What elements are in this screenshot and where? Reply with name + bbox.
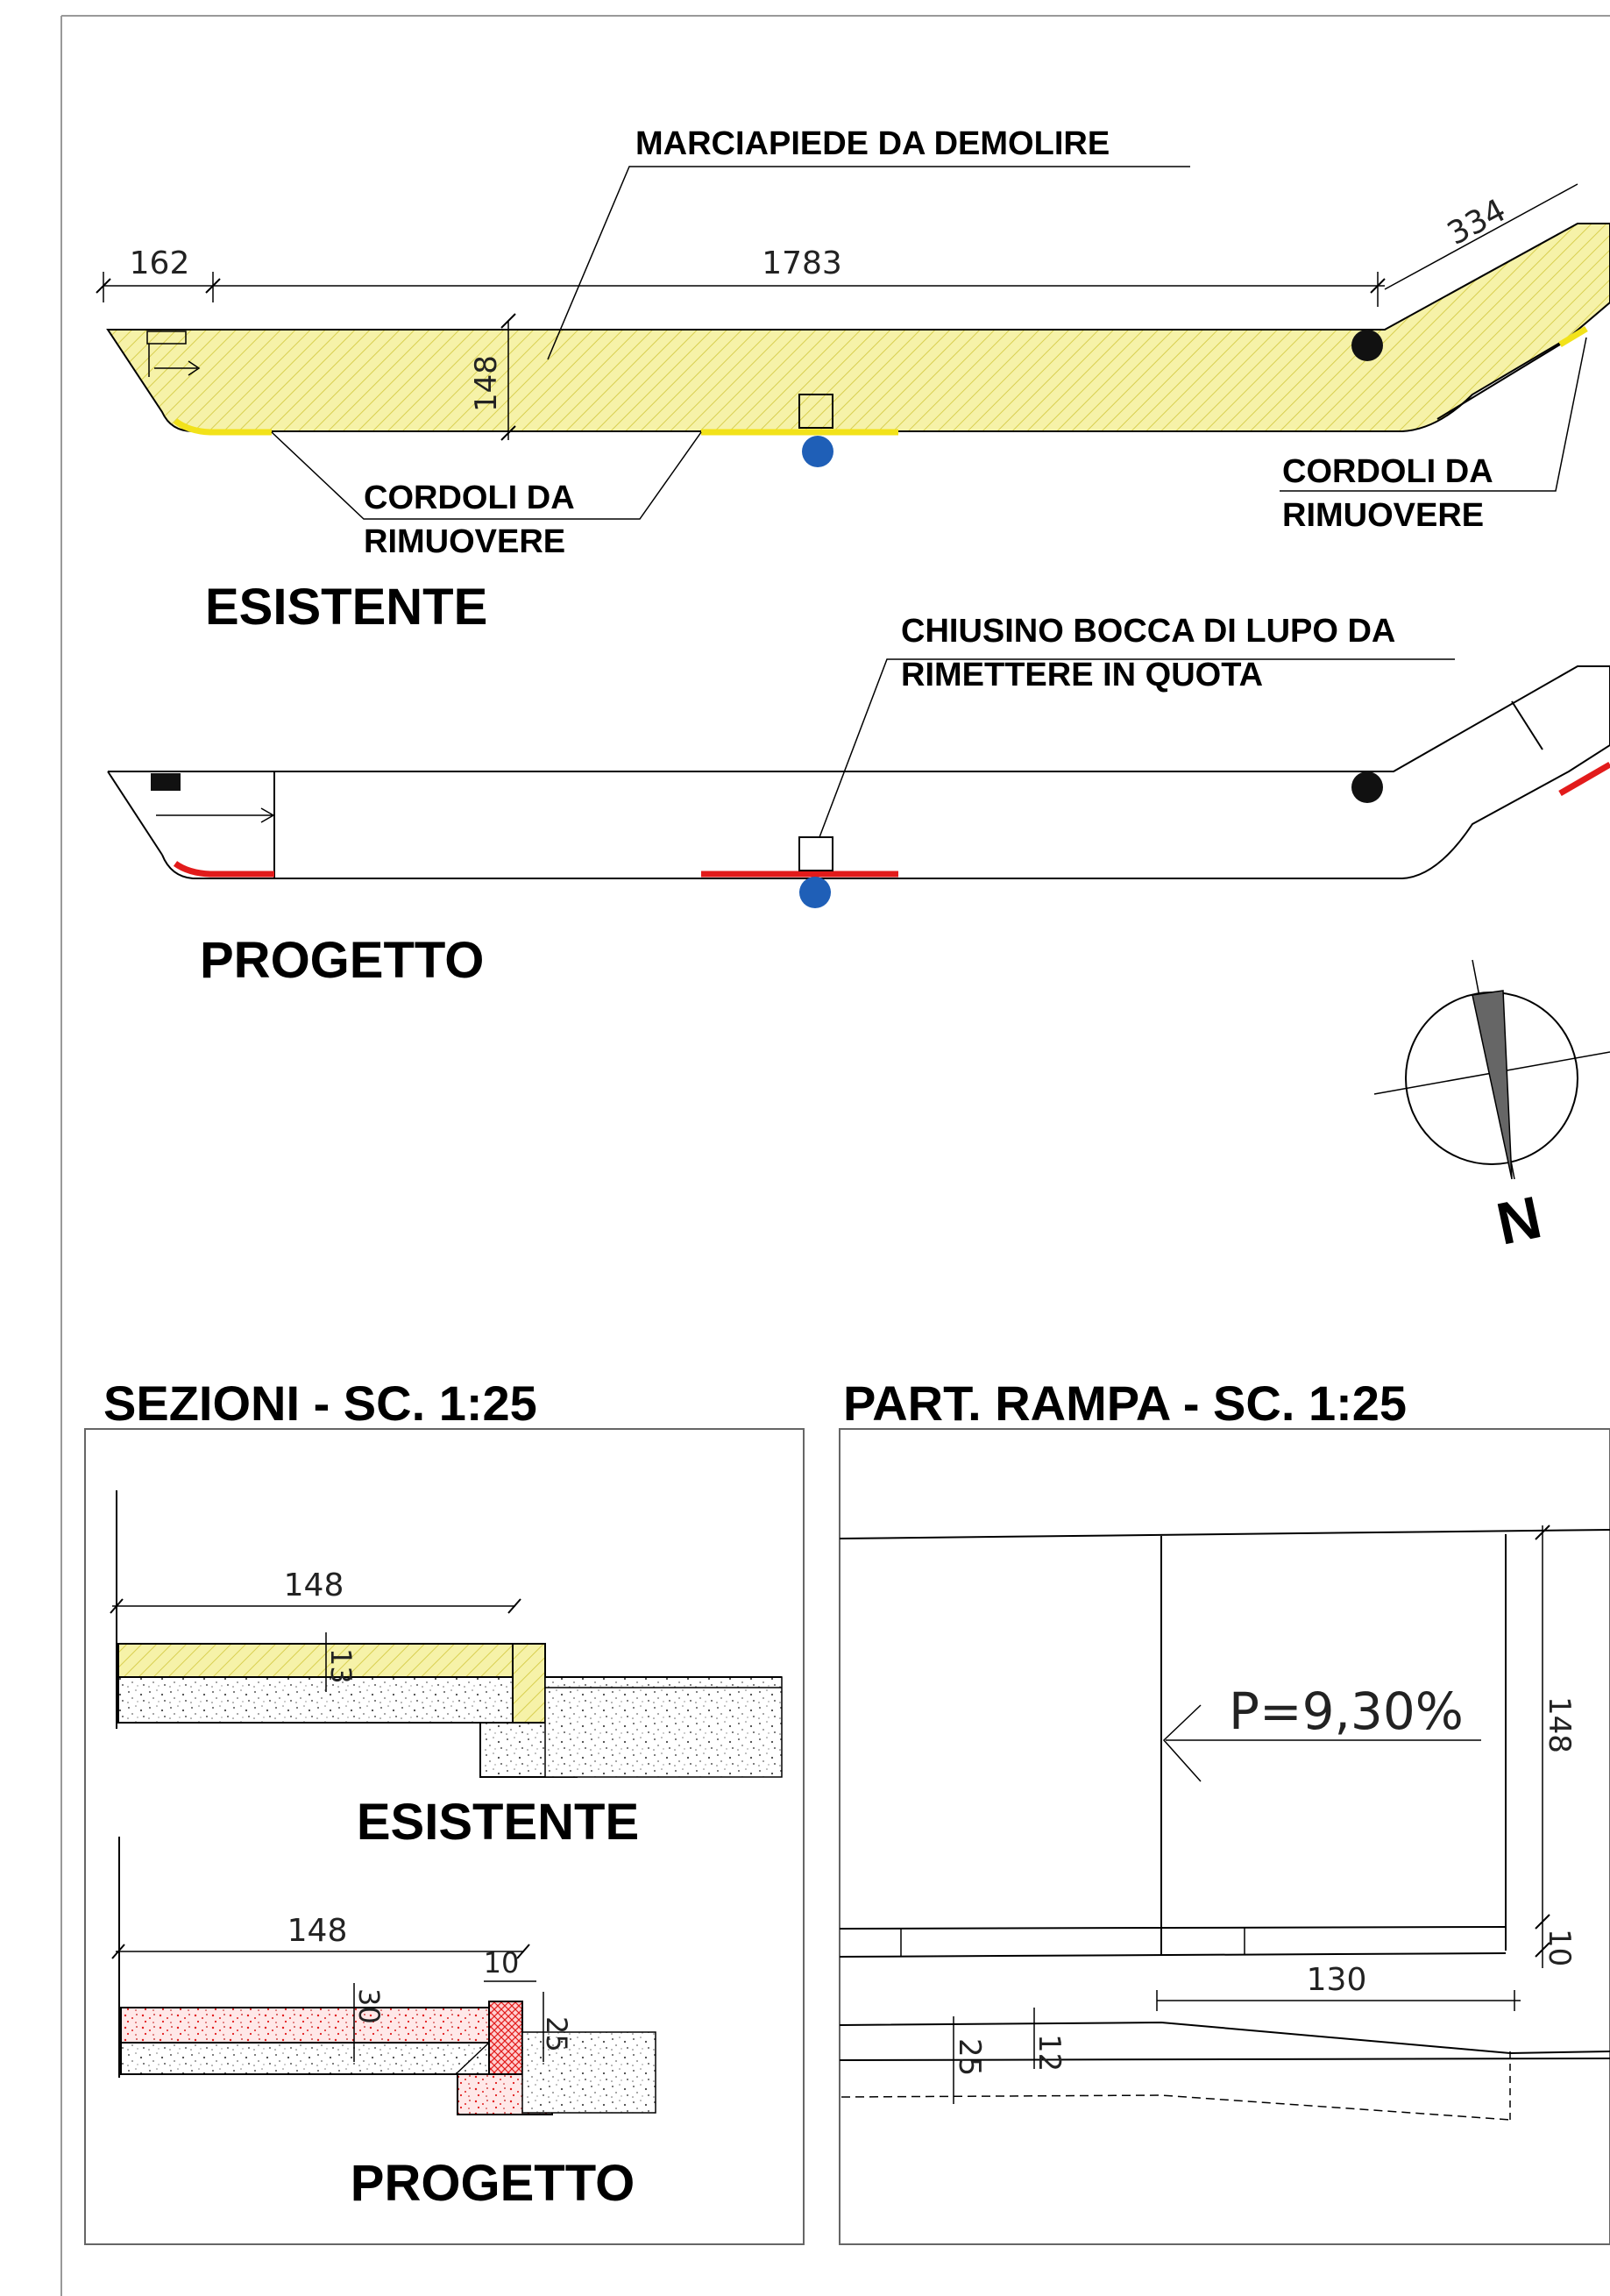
callout-leader-curb-left — [271, 431, 702, 520]
sections-title: SEZIONI - SC. 1:25 — [103, 1375, 537, 1431]
north-label: N — [1491, 1184, 1547, 1258]
plan-project-title: PROGETTO — [200, 932, 484, 989]
plan-existing: 162 1783 334 148 MARCIAPIEDE DA DEMOLIRE… — [96, 125, 1610, 636]
callout-sidewalk: MARCIAPIEDE DA DEMOLIRE — [635, 125, 1110, 162]
manhole-icon — [802, 436, 833, 467]
north-needle-icon — [1472, 990, 1513, 1180]
plan-existing-title: ESISTENTE — [205, 579, 487, 636]
dim-1783: 1783 — [762, 245, 842, 281]
section-project-curb — [488, 2001, 523, 2075]
ramp-dim-12: 12 — [1032, 2034, 1067, 2072]
ramp-symbol — [146, 331, 187, 345]
sidewalk-to-demolish — [106, 223, 1610, 432]
section-project-title: PROGETTO — [351, 2155, 635, 2212]
callout-leader-manhole — [819, 658, 1455, 838]
section-project-dim-30: 30 — [352, 1988, 386, 2024]
dim-162: 162 — [130, 245, 190, 281]
section-existing-dim-148: 148 — [284, 1567, 344, 1603]
callout-curb-left-line1: CORDOLI DA — [364, 480, 575, 516]
curb-project-right — [1558, 761, 1610, 797]
section-project-dim-10: 10 — [484, 1946, 520, 1980]
ramp-symbol-project — [151, 773, 181, 791]
curb-project-left — [173, 861, 274, 878]
section-existing-title: ESISTENTE — [357, 1794, 639, 1851]
callout-leader-curb-right — [1280, 337, 1587, 492]
plan-project: CHIUSINO BOCCA DI LUPO DA RIMETTERE IN Q… — [107, 613, 1610, 989]
section-existing: 148 13 ESISTENTE — [110, 1490, 783, 1851]
manhole-icon-project — [799, 877, 831, 908]
lamp-post-icon — [1351, 330, 1383, 361]
section-project-sidewalk — [120, 2007, 490, 2044]
dim-148: 148 — [469, 355, 504, 412]
section-existing-curb — [512, 1643, 546, 1724]
callout-manhole-line2: RIMETTERE IN QUOTA — [901, 657, 1263, 693]
ramp-dim-25: 25 — [952, 2038, 987, 2076]
sidewalk-project — [108, 665, 1610, 879]
callout-manhole-line1: CHIUSINO BOCCA DI LUPO DA — [901, 613, 1395, 650]
sections-frame — [84, 1428, 805, 2245]
ramp-dim-130: 130 — [1307, 1962, 1367, 1998]
north-arrow: N — [1373, 959, 1610, 1258]
callout-curb-right-line2: RIMUOVERE — [1282, 497, 1484, 534]
section-existing-sidewalk — [117, 1643, 514, 1678]
ramp-detail-title: PART. RAMPA - SC. 1:25 — [843, 1375, 1407, 1431]
lamp-post-icon-project — [1351, 771, 1383, 803]
section-project-dim-148: 148 — [287, 1913, 348, 1949]
callout-curb-left-line2: RIMUOVERE — [364, 523, 565, 560]
ramp-detail-drawing: P=9,30% 148 10 130 25 12 — [839, 1525, 1610, 2122]
slope-label: P=9,30% — [1229, 1681, 1464, 1741]
section-project-dim-25: 25 — [540, 2016, 573, 2052]
callout-curb-right-line1: CORDOLI DA — [1282, 453, 1493, 490]
ramp-profile-top — [839, 2021, 1610, 2055]
ramp-dim-148: 148 — [1542, 1696, 1577, 1753]
curb-existing-left — [173, 418, 272, 436]
dim-334: 334 — [1442, 192, 1512, 252]
manhole-box-project — [798, 836, 833, 871]
ramp-detail-frame — [839, 1428, 1610, 2245]
section-existing-dim-13: 13 — [324, 1648, 358, 1684]
curb-existing-right — [1558, 325, 1588, 348]
manhole-box — [798, 394, 833, 429]
callout-leader-top — [547, 166, 1190, 360]
ramp-dim-10: 10 — [1542, 1929, 1577, 1966]
section-project: 148 30 10 25 PROGETTO — [111, 1837, 656, 2212]
